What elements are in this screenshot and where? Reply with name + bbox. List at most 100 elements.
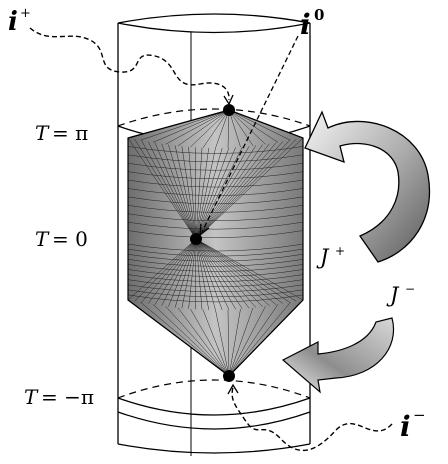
slice-t-pi-back: [117, 108, 311, 127]
mesh-line: [134, 238, 197, 302]
mesh-line: [195, 238, 243, 309]
mesh-line: [195, 238, 283, 304]
mesh-latitude: [127, 243, 304, 252]
mesh-line: [147, 238, 197, 304]
mesh-line: [140, 109, 230, 141]
mesh-line: [134, 139, 197, 240]
label-j-minus: J −: [386, 282, 415, 307]
arrowhead-i-zero: [199, 223, 210, 237]
lower-band: [117, 411, 311, 430]
point-i-zero: [190, 233, 202, 245]
mesh-line: [190, 109, 230, 148]
label-i-plus-text: i: [8, 7, 18, 37]
mesh-line: [228, 302, 291, 377]
label-t-zero: T = 0: [35, 227, 88, 251]
mesh-latitude: [127, 279, 304, 287]
mesh-line: [195, 238, 250, 309]
mesh-line: [202, 309, 230, 377]
mesh-line: [195, 140, 290, 240]
pointer-i-plus: [29, 27, 230, 101]
slice-t-negpi-back: [117, 379, 311, 399]
mesh-line: [154, 142, 197, 240]
label-i-plus-sup: +: [20, 6, 31, 21]
label-t-pi-lhs: T: [35, 121, 50, 145]
label-j-minus-text: J: [386, 283, 400, 307]
mesh-latitude: [127, 188, 304, 196]
mesh-line: [202, 109, 230, 148]
mesh-line: [165, 109, 230, 145]
mesh-line: [195, 137, 304, 240]
mesh-latitude: [127, 154, 304, 163]
label-j-plus: J +: [316, 244, 345, 269]
mesh-line: [228, 304, 279, 377]
mesh-line: [154, 238, 197, 305]
cylinder-top-back-arc: [117, 13, 311, 24]
mesh-latitude: [127, 264, 304, 272]
label-j-plus-text: J: [316, 245, 330, 269]
pointer-i-minus: [231, 386, 393, 452]
label-t-zero-rhs: = 0: [52, 227, 88, 251]
mesh-line: [227, 309, 230, 377]
point-i-minus: [223, 370, 235, 382]
scri-surface: [127, 109, 304, 377]
mesh-line: [228, 109, 254, 146]
pointer-i-zero: [201, 35, 299, 233]
label-i-zero: i 0: [300, 6, 324, 41]
label-t-negpi-lhs: T: [24, 385, 39, 409]
mesh-line: [227, 109, 230, 148]
mesh-line: [195, 146, 243, 240]
mesh-latitude: [127, 294, 304, 303]
mesh-line: [195, 139, 297, 240]
mesh-line: [174, 145, 197, 240]
arrowhead-i-plus: [223, 94, 234, 106]
mesh-latitude: [127, 284, 304, 292]
mesh-line: [195, 143, 270, 240]
mesh-line: [195, 147, 216, 240]
cylinder-top-front-arc: [117, 22, 311, 34]
mesh-latitude: [127, 205, 304, 213]
mesh-line: [228, 109, 291, 141]
label-t-pi-rhs: = π: [52, 121, 88, 145]
mesh-latitude: [127, 146, 304, 154]
label-i-plus: i +: [8, 6, 31, 37]
mesh-line: [195, 147, 210, 240]
mesh-line: [188, 146, 197, 240]
mesh-line: [195, 238, 270, 306]
mesh-line: [181, 146, 197, 240]
mesh-latitude: [127, 230, 304, 238]
mesh-line: [190, 308, 230, 377]
label-i-zero-sup: 0: [314, 6, 324, 24]
mesh-line: [195, 146, 250, 240]
arrow-j-minus: [281, 317, 395, 394]
mesh-latitude: [127, 259, 304, 267]
mesh-line: [140, 302, 230, 377]
mesh-line: [195, 147, 203, 240]
label-i-minus: i −: [400, 406, 426, 443]
mesh-line: [165, 306, 230, 377]
mesh-line: [228, 109, 241, 148]
mesh-line: [127, 238, 197, 301]
mesh-line: [177, 307, 230, 377]
mesh-latitude: [127, 163, 304, 171]
mesh-line: [177, 109, 230, 147]
mesh-latitude: [127, 179, 304, 188]
mesh-latitude: [127, 274, 304, 282]
mesh-latitude: [127, 221, 304, 230]
label-i-minus-text: i: [400, 410, 411, 443]
mesh-line: [195, 144, 263, 240]
label-j-minus-sup: −: [405, 282, 415, 296]
cylinder-bottom-front-arc: [117, 443, 311, 454]
label-i-minus-sup: −: [413, 406, 426, 424]
mesh-line: [152, 304, 230, 377]
mesh-line: [195, 147, 236, 240]
mesh-line: [195, 238, 277, 305]
label-t-negpi-rhs: = −π: [41, 385, 94, 409]
mesh-line: [195, 147, 230, 240]
label-t-zero-lhs: T: [35, 227, 50, 251]
mesh-latitude: [127, 254, 304, 262]
mesh-line: [127, 137, 197, 240]
mesh-latitude: [127, 171, 304, 179]
mesh-line: [141, 238, 197, 303]
label-i-zero-text: i: [300, 8, 311, 41]
mesh-line: [228, 306, 266, 377]
